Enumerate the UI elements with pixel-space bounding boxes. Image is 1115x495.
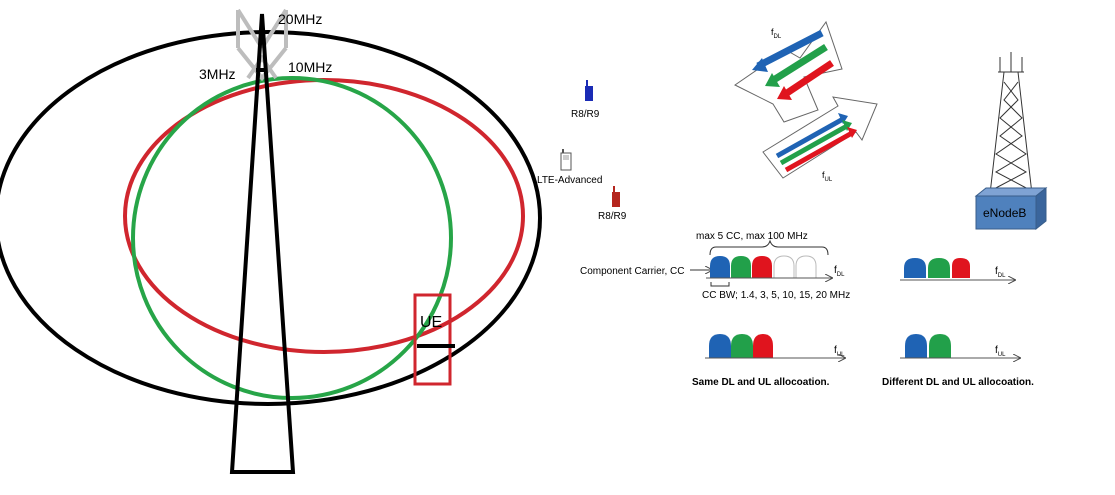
device-label-r8r9-top: R8/R9 [571, 109, 600, 120]
device-label-lte-advanced: LTE-Advanced [537, 175, 602, 186]
diff-ul-f-label: fUL [995, 345, 1006, 358]
same-ul-f-label: fUL [834, 345, 845, 358]
phone-icon-lte-advanced [560, 149, 572, 171]
same-ul-carrier-red [753, 334, 773, 358]
cc-bw-brace [710, 282, 730, 287]
coverage-20mhz-black [0, 30, 542, 406]
cc-carrier-empty-2 [795, 255, 817, 278]
uplink-f-label: fUL [822, 170, 833, 183]
bandwidth-label-10mhz: 10MHz [288, 59, 332, 75]
diff-dl-carriers [904, 258, 970, 278]
bandwidth-label-3mhz: 3MHz [199, 66, 236, 82]
downlink-f-label: fDL [771, 27, 782, 40]
antenna-top-icon [236, 8, 288, 82]
diff-alloc-caption: Different DL and UL allocoation. [882, 377, 1034, 388]
same-ul-carrier-green [731, 334, 753, 358]
phone-icon-r8r9-bottom [612, 186, 620, 207]
left-panel: 20MHz 3MHz 10MHz UE [0, 8, 542, 474]
same-ul-carriers [709, 334, 773, 358]
cc-carrier-red [752, 256, 772, 278]
tower-icon [229, 13, 296, 474]
diff-ul-carrier-green [929, 334, 951, 358]
enodeb-box [974, 186, 1048, 231]
bandwidth-label-20mhz: 20MHz [278, 11, 322, 27]
coverage-10mhz-green [131, 76, 453, 400]
same-ul-carrier-blue [709, 334, 731, 358]
phone-icon-r8r9-top [585, 80, 593, 101]
uplink-arrow [762, 96, 878, 179]
cc-carriers [710, 255, 817, 278]
diff-ul-carrier-blue [905, 334, 927, 358]
ue-box [413, 293, 452, 386]
diff-dl-carrier-red [952, 258, 970, 278]
diff-dl-carrier-green [928, 258, 950, 278]
cc-carrier-green [731, 256, 751, 278]
component-carrier-label: Component Carrier, CC [580, 266, 684, 277]
diff-ul-carriers [905, 334, 951, 358]
enodeb-label: eNodeB [983, 206, 1026, 220]
right-panel: R8/R9 LTE-Advanced R8/R9 fDL [537, 20, 1048, 388]
enodeb-tower-icon [989, 52, 1033, 195]
cc-bw-label: CC BW; 1.4, 3, 5, 10, 15, 20 MHz [702, 290, 850, 301]
diff-dl-carrier-blue [904, 258, 926, 278]
cc-axis-f-label: fDL [834, 265, 845, 278]
ue-label: UE [420, 314, 442, 331]
same-alloc-caption: Same DL and UL allocoation. [692, 377, 830, 388]
cc-max-brace [709, 239, 829, 256]
device-label-r8r9-bottom: R8/R9 [598, 211, 627, 222]
cc-carrier-blue [710, 256, 730, 278]
downlink-arrow [734, 20, 843, 123]
cc-max-label: max 5 CC, max 100 MHz [696, 231, 808, 242]
cc-carrier-empty-1 [773, 255, 795, 278]
diff-dl-f-label: fDL [995, 266, 1006, 279]
